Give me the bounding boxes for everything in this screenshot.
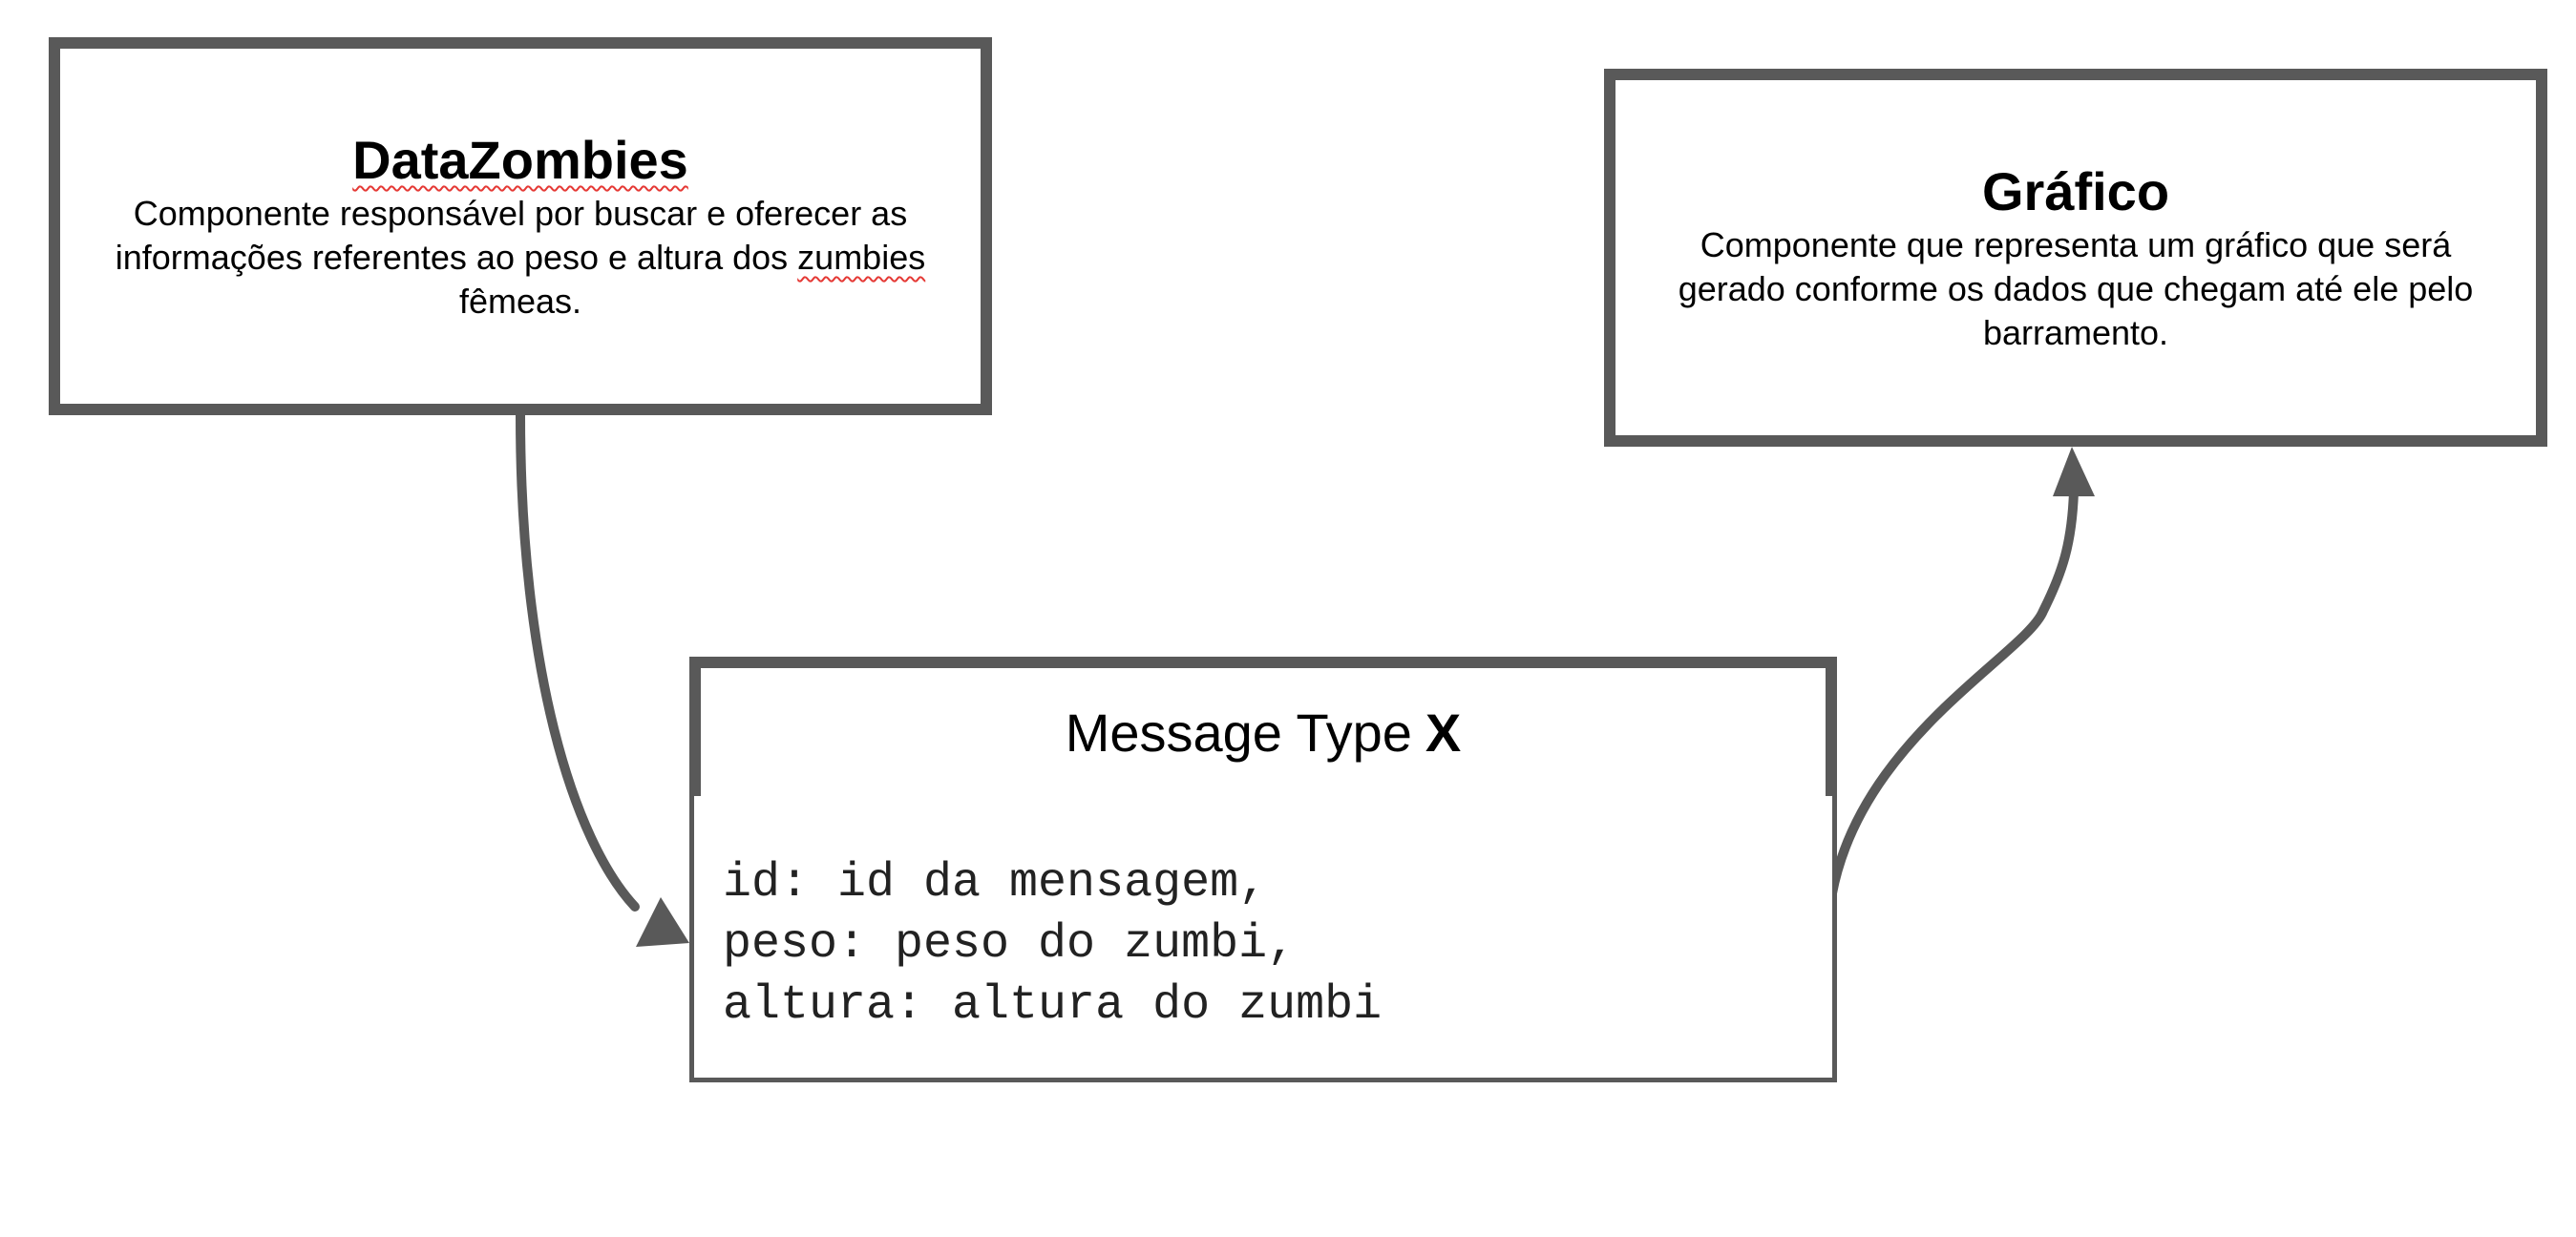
datazombies-title: DataZombies [352,129,688,192]
datazombies-title-text: DataZombies [352,130,688,190]
arrow-message-to-grafico [1823,487,2079,948]
grafico-desc-line3: barramento. [1982,313,2169,352]
datazombies-desc-line2: informações referentes ao peso e altura … [116,236,925,280]
message-type-title: Message Type [1065,702,1412,763]
grafico-desc-line2: gerado conforme os dados que chegam até … [1678,269,2474,308]
grafico-component-box[interactable]: Gráfico Componente que representa um grá… [1604,69,2547,447]
datazombies-description: Componente responsável por buscar e ofer… [116,192,925,324]
datazombies-component-box[interactable]: DataZombies Componente responsável por b… [49,37,992,415]
message-field-id: id: id da mensagem, [723,856,1268,911]
datazombies-desc-line1: Componente responsável por buscar e ofer… [133,194,908,233]
message-type-name: X [1425,702,1462,763]
grafico-description: Componente que representa um gráfico que… [1679,223,2474,355]
datazombies-desc-line2-text: informações referentes ao peso e altura … [115,238,798,277]
arrowhead-grafico-icon [2053,447,2095,496]
message-field-altura: altura: altura do zumbi [723,978,1383,1033]
arrow-datazombies-to-message [516,410,640,912]
datazombies-desc-line2-flagged-word: zumbies [797,238,926,277]
arrowhead-message-icon [636,897,689,947]
datazombies-desc-line3: fêmeas. [458,282,582,321]
grafico-desc-line1: Componente que representa um gráfico que… [1700,225,2452,264]
message-field-peso: peso: peso do zumbi, [723,917,1297,972]
grafico-title: Gráfico [1981,161,2170,221]
message-fields-body[interactable]: id: id da mensagem, peso: peso do zumbi,… [689,796,1837,1082]
